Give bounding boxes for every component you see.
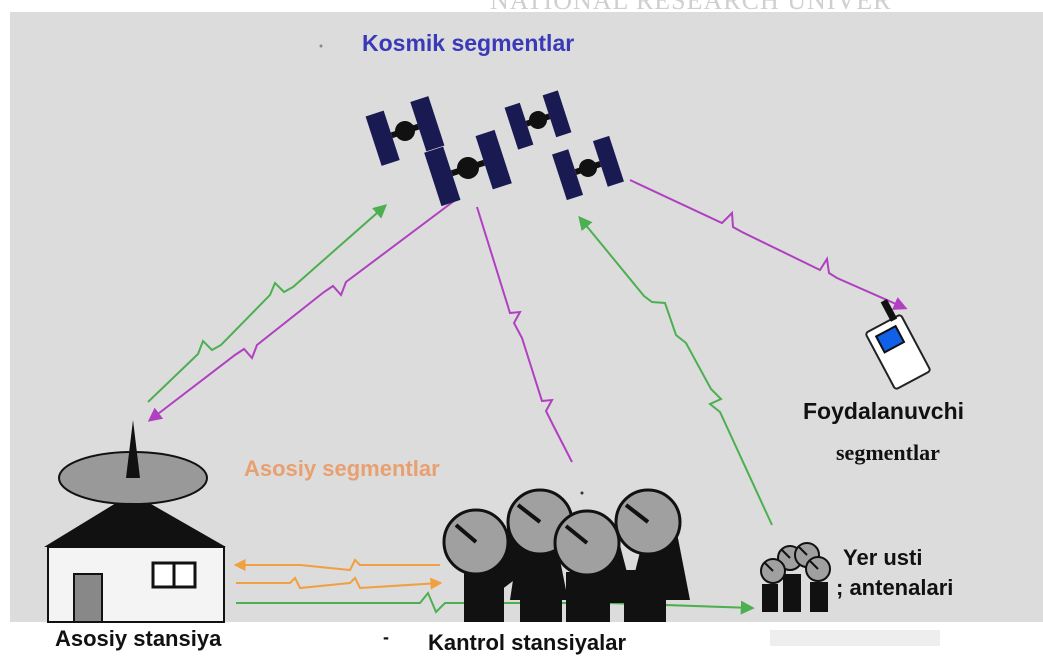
user-device-icon bbox=[865, 299, 931, 390]
watermark: NATIONAL RESEARCH UNIVER bbox=[0, 0, 1043, 40]
ground-link-orange-2 bbox=[236, 576, 443, 590]
main-station-label: Asosiy stansiya bbox=[55, 626, 222, 651]
main-segments-label: Asosiy segmentlar bbox=[244, 456, 440, 481]
ground-link-orange-1 bbox=[233, 558, 440, 572]
downlink-space-to-user bbox=[629, 179, 908, 310]
uplink-antennas-to-space bbox=[578, 215, 773, 526]
satellite-icon-4 bbox=[552, 135, 624, 201]
watermark-text: NATIONAL RESEARCH UNIVER bbox=[490, 0, 892, 15]
dash-mark: - bbox=[383, 627, 389, 647]
uplink-main-to-space bbox=[147, 204, 388, 403]
speck bbox=[319, 44, 323, 48]
control-stations-label: Kantrol stansiyalar bbox=[428, 630, 627, 655]
ground-antennas-label-line1: Yer usti bbox=[843, 545, 923, 570]
satellite-icon-1 bbox=[365, 96, 445, 166]
building-door bbox=[73, 573, 103, 623]
roof bbox=[44, 500, 226, 547]
space-segments-label: Kosmik segmentlar bbox=[362, 30, 575, 56]
speck bbox=[580, 491, 584, 495]
ground-antennas-icon bbox=[760, 542, 831, 612]
dish-feed bbox=[126, 420, 140, 478]
bottom-strip-smudge bbox=[770, 630, 940, 646]
ground-antennas-label-line2: ; antenalari bbox=[836, 575, 954, 600]
user-segments-label-line1: Foydalanuvchi bbox=[803, 398, 965, 424]
main-station-building bbox=[44, 420, 226, 623]
user-segments-label-line2: segmentlar bbox=[836, 440, 940, 465]
satellite-icon-3 bbox=[504, 90, 572, 150]
satellite-icon-2 bbox=[424, 129, 512, 207]
downlink-space-to-main bbox=[147, 197, 459, 422]
downlink-space-to-control bbox=[476, 206, 573, 463]
satellite-group bbox=[365, 90, 624, 207]
control-stations-icon bbox=[442, 488, 690, 622]
